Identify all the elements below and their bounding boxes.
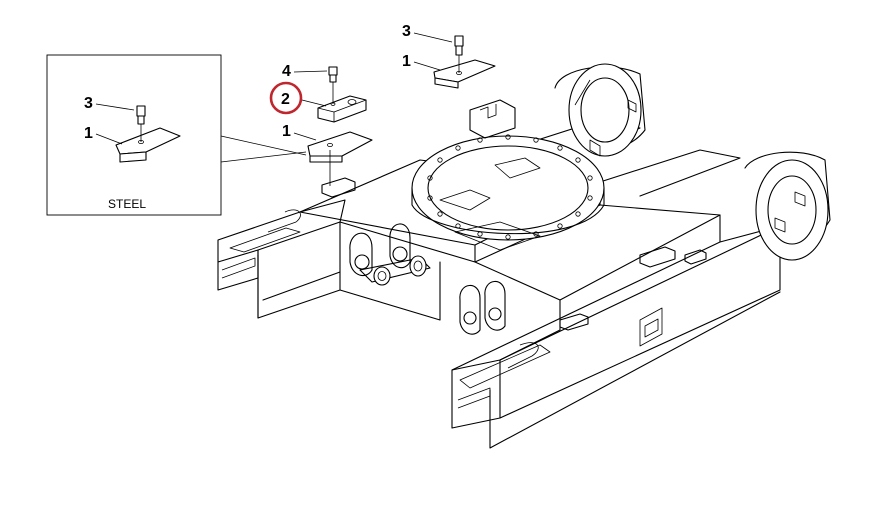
highlight-ring <box>269 81 303 115</box>
steel-inset: 3 1 STEEL <box>46 54 307 216</box>
upper-right-pad-assembly <box>433 35 496 89</box>
undercarriage-frame <box>217 63 831 449</box>
center-pad-assembly <box>307 66 373 186</box>
callout-mid-block[interactable]: 2 <box>281 91 290 108</box>
callouts: 3 1 4 2 1 <box>269 23 453 141</box>
callout-mid-bolt[interactable]: 4 <box>282 63 291 80</box>
inset-caption: STEEL <box>108 197 146 211</box>
callout-inset-pad[interactable]: 1 <box>84 125 93 142</box>
callout-mid-pad[interactable]: 1 <box>282 123 291 140</box>
callout-top-pad[interactable]: 1 <box>402 53 411 70</box>
callout-top-bolt[interactable]: 3 <box>402 23 411 40</box>
callout-inset-bolt[interactable]: 3 <box>84 95 93 112</box>
